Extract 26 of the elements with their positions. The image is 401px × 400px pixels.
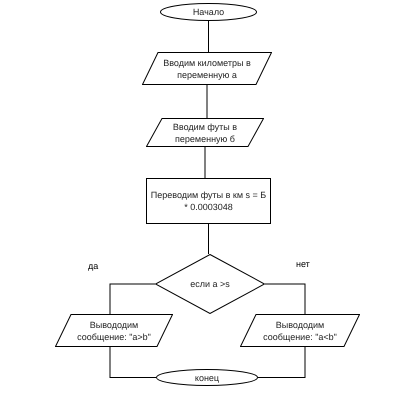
node-text: Вывододим сообщение: "a>b" bbox=[76, 318, 152, 342]
terminal-oval bbox=[160, 3, 257, 21]
terminal-oval bbox=[156, 369, 258, 386]
edge-label: да bbox=[88, 262, 98, 271]
io-parallelogram bbox=[55, 314, 173, 347]
node-text: Вводим километры в переменную а bbox=[162, 56, 252, 80]
node-text: конец bbox=[194, 372, 220, 384]
connector-line bbox=[204, 146, 206, 178]
node-text: если а >s bbox=[190, 278, 230, 290]
edge-label: нет bbox=[296, 260, 310, 269]
connector-line bbox=[206, 84, 208, 118]
io-parallelogram bbox=[240, 314, 360, 347]
connector-line bbox=[258, 346, 306, 378]
io-parallelogram bbox=[142, 52, 272, 85]
node-text: Начало bbox=[192, 6, 224, 18]
node-text: Вводим футы в переменную б bbox=[172, 120, 238, 144]
connector-line bbox=[208, 224, 209, 254]
process-box bbox=[146, 178, 271, 224]
decision-diamond bbox=[155, 254, 265, 314]
node-text: Переводим футы в км s = Б * 0.0003048 bbox=[150, 189, 268, 213]
connector-line bbox=[208, 20, 209, 52]
node-text: Вывододим сообщение: "a<b" bbox=[262, 318, 338, 342]
connector-line bbox=[110, 284, 156, 314]
connector-line bbox=[110, 346, 156, 378]
connector-line bbox=[264, 284, 306, 314]
io-parallelogram bbox=[146, 118, 264, 147]
